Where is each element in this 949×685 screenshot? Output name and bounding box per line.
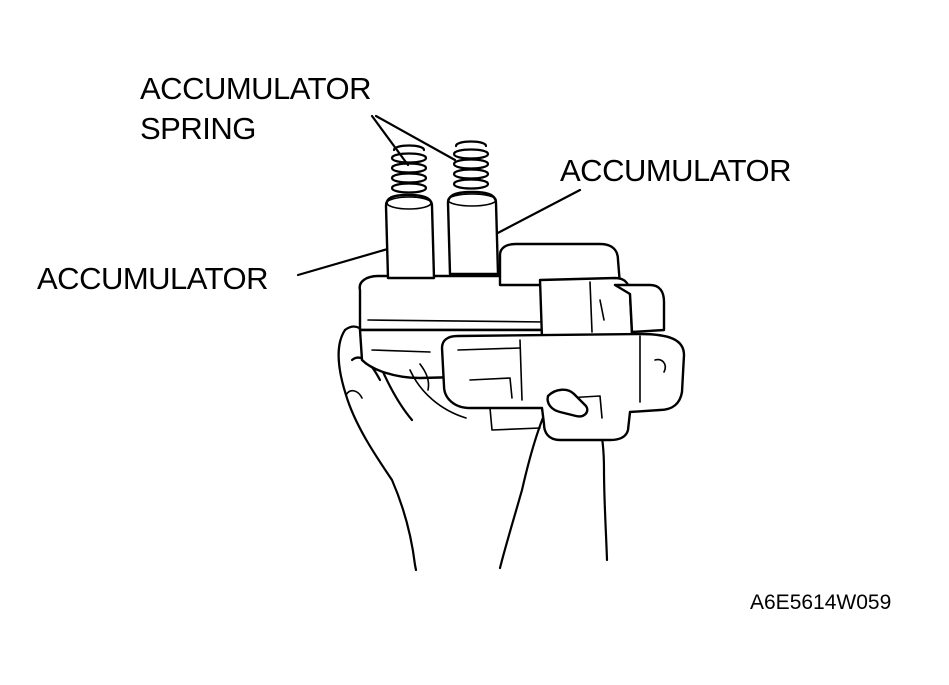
accumulator-right-label: ACCUMULATOR <box>560 153 792 188</box>
valve-body <box>358 242 686 442</box>
figure-code: A6E5614W059 <box>750 591 892 614</box>
accumulator-left-label: ACCUMULATOR <box>37 261 269 296</box>
fingers <box>419 363 589 418</box>
spring-leader-right <box>374 114 457 162</box>
leader-lines <box>296 114 582 277</box>
accumulator-spring-label-line2: SPRING <box>140 111 256 146</box>
accumulator-springs <box>390 140 490 194</box>
accumulator-spring-label-line1: ACCUMULATOR <box>140 71 372 106</box>
accumulator-right-leader <box>490 188 582 238</box>
accumulator-pistons <box>384 190 500 280</box>
spring-leader-left <box>370 114 410 167</box>
accumulator-left-leader <box>296 244 400 277</box>
